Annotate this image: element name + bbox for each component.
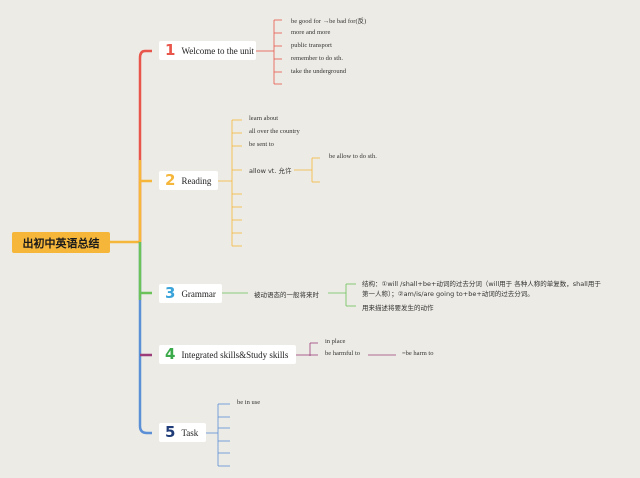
spine-blue bbox=[138, 242, 152, 435]
leaf[interactable]: learn about bbox=[249, 115, 279, 122]
leaf[interactable]: take the underground bbox=[291, 68, 347, 75]
branch5-leaf-lines bbox=[206, 403, 230, 467]
topic-task[interactable]: 5 Task bbox=[159, 423, 206, 442]
leaf[interactable]: 用来描述将要发生的动作 bbox=[362, 304, 434, 312]
topic-title: Integrated skills&Study skills bbox=[181, 349, 289, 360]
leaf[interactable]: be good for →be bad for(反) bbox=[291, 18, 367, 25]
topic-title: Welcome to the unit bbox=[181, 45, 254, 56]
leaf[interactable]: allow vt. 允许 bbox=[249, 167, 292, 175]
root-node[interactable]: 出初中英语总结 bbox=[12, 232, 110, 253]
leaf[interactable]: in place bbox=[325, 338, 346, 345]
topic-title: Grammar bbox=[181, 288, 216, 299]
branch1-leaf-lines bbox=[256, 19, 282, 85]
topic-number: 1 bbox=[165, 41, 176, 59]
root-label: 出初中英语总结 bbox=[22, 236, 100, 250]
topic-number: 5 bbox=[165, 423, 176, 441]
branch2-leaf-lines bbox=[218, 119, 320, 247]
leaf[interactable]: remember to do sth. bbox=[291, 55, 343, 62]
leaf[interactable]: be harmful to bbox=[325, 350, 361, 357]
topic-title: Reading bbox=[181, 175, 212, 186]
topic-number: 3 bbox=[165, 284, 176, 302]
topic-number: 4 bbox=[165, 345, 176, 363]
leaf[interactable]: public transport bbox=[291, 42, 332, 49]
mid-label[interactable]: 被动语态的一般将来时 bbox=[254, 291, 319, 299]
leaf[interactable]: more and more bbox=[291, 29, 331, 36]
sub-leaf[interactable]: =be harm to bbox=[402, 350, 434, 357]
branch3-leaf-lines bbox=[222, 283, 356, 307]
leaf[interactable]: 结构：①will /shall+be+动词的过去分词（will用于 各种人称的单… bbox=[362, 280, 601, 288]
leaf[interactable]: all over the country bbox=[249, 128, 300, 135]
topic-number: 2 bbox=[165, 171, 176, 189]
leaf[interactable]: be sent to bbox=[249, 141, 274, 148]
topic-grammar[interactable]: 3 Grammar bbox=[159, 284, 222, 303]
sub-leaf[interactable]: be allow to do sth. bbox=[329, 153, 377, 160]
spine-red bbox=[138, 49, 152, 242]
topic-welcome[interactable]: 1 Welcome to the unit bbox=[159, 41, 256, 60]
leaf[interactable]: 第一人称）；②am/is/are going to+be+动词的过去分词。 bbox=[362, 290, 534, 298]
branch4-leaf-lines bbox=[296, 342, 396, 356]
topic-title: Task bbox=[181, 427, 199, 438]
leaf[interactable]: be in use bbox=[237, 399, 261, 406]
topic-integrated-skills[interactable]: 4 Integrated skills&Study skills bbox=[159, 345, 296, 364]
topic-reading[interactable]: 2 Reading bbox=[159, 171, 218, 190]
